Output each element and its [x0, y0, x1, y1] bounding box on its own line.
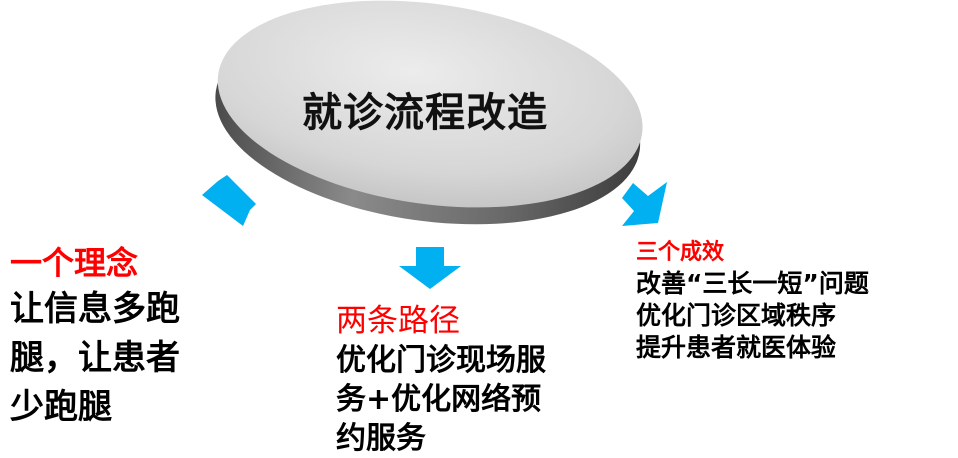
branch-line: 少跑腿 — [10, 387, 112, 427]
arrow-down-right-icon — [622, 182, 667, 226]
center-title: 就诊流程改造 — [302, 90, 548, 136]
arrow-down-left-icon — [202, 175, 256, 226]
center-ellipse — [215, 0, 643, 225]
branch-heading: 一个理念 — [10, 244, 139, 282]
branch-line: 提升患者就医体验 — [636, 333, 837, 362]
branch-line: 腿，让患者 — [10, 338, 180, 378]
branch-line: 改善“三长一短”问题 — [636, 269, 869, 298]
branch-paths: 两条路径 优化门诊现场服 务+优化网络预 约服务 — [336, 301, 546, 458]
branch-line: 让信息多跑 — [10, 289, 180, 329]
branch-line: 优化门诊现场服 — [336, 343, 546, 378]
branch-heading: 三个成效 — [636, 240, 725, 265]
branch-results: 三个成效 改善“三长一短”问题 优化门诊区域秩序 提升患者就医体验 — [636, 238, 869, 364]
branch-concept: 一个理念 让信息多跑 腿，让患者 少跑腿 — [10, 241, 180, 432]
ellipse-top — [217, 0, 643, 208]
arrow-down-icon — [399, 247, 461, 289]
branch-heading: 两条路径 — [336, 303, 460, 339]
branch-line: 优化门诊区域秩序 — [636, 301, 837, 330]
branch-line: 务+优化网络预 — [336, 382, 542, 417]
branch-line: 约服务 — [336, 421, 426, 456]
